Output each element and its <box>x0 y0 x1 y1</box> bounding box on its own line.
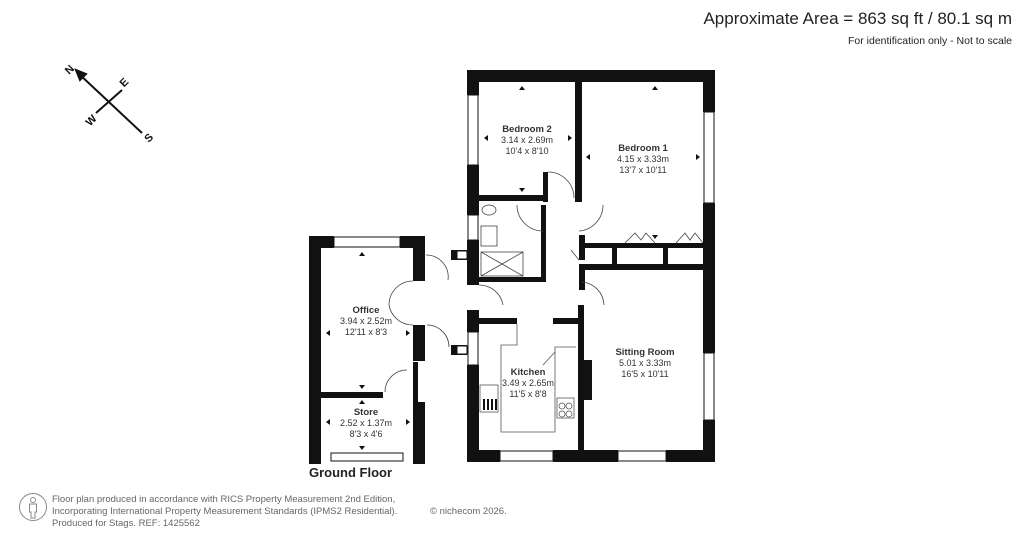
room-imperial: 11'5 x 8'8 <box>509 389 547 399</box>
room-office: Office 3.94 x 2.52m 12'11 x 8'3 <box>340 305 392 338</box>
disclaimer: For identification only - Not to scale <box>848 35 1012 47</box>
footer-line-2: Incorporating International Property Mea… <box>52 506 398 517</box>
room-metric: 3.14 x 2.69m <box>500 135 554 145</box>
compass-n: N <box>63 63 77 77</box>
footer-line-1: Floor plan produced in accordance with R… <box>52 494 396 505</box>
kitchen-fixtures <box>479 324 576 433</box>
room-name: Office <box>352 305 380 316</box>
room-metric: 4.15 x 3.33m <box>616 154 670 164</box>
approximate-area: Approximate Area = 863 sq ft / 80.1 sq m <box>703 9 1012 28</box>
room-kitchen: Kitchen 3.49 x 2.65m 11'5 x 8'8 <box>502 367 554 400</box>
room-metric: 5.01 x 3.33m <box>618 358 672 368</box>
bathroom-fixtures <box>480 204 524 277</box>
floor-name: Ground Floor <box>309 465 393 480</box>
room-imperial: 10'4 x 8'10 <box>505 146 549 156</box>
room-imperial: 13'7 x 10'11 <box>619 165 667 175</box>
footer-notes: Floor plan produced in accordance with R… <box>52 494 507 530</box>
room-name: Kitchen <box>510 367 546 378</box>
measurement-arrows <box>326 86 700 450</box>
room-imperial: 12'11 x 8'3 <box>344 327 388 337</box>
room-metric: 2.52 x 1.37m <box>339 418 393 428</box>
room-name: Sitting Room <box>615 347 675 358</box>
compass-e: E <box>118 76 132 90</box>
copyright: © nichecom 2026. <box>430 506 507 517</box>
room-name: Bedroom 1 <box>618 143 668 154</box>
room-imperial: 8'3 x 4'6 <box>349 429 383 439</box>
room-bedroom-2: Bedroom 2 3.14 x 2.69m 10'4 x 8'10 <box>501 124 553 157</box>
room-bedroom-1: Bedroom 1 4.15 x 3.33m 13'7 x 10'11 <box>617 143 669 176</box>
person-icon <box>19 493 47 521</box>
room-metric: 3.49 x 2.65m <box>501 378 555 388</box>
kitchen-sink-drainer <box>483 399 497 410</box>
room-imperial: 16'5 x 10'11 <box>621 369 669 379</box>
compass-w: W <box>84 113 100 129</box>
compass-icon <box>74 68 143 134</box>
door-swings <box>384 171 605 393</box>
room-store: Store 2.52 x 1.37m 8'3 x 4'6 <box>340 407 392 440</box>
walls <box>309 70 715 464</box>
room-sitting-room: Sitting Room 5.01 x 3.33m 16'5 x 10'11 <box>615 347 674 380</box>
windows <box>330 94 715 462</box>
footer-line-3: Produced for Stags. REF: 1425562 <box>52 518 200 529</box>
compass-s: S <box>142 131 156 145</box>
wardrobe-doors <box>570 232 704 261</box>
room-name: Bedroom 2 <box>502 124 552 135</box>
room-name: Store <box>353 407 379 418</box>
room-metric: 3.94 x 2.52m <box>339 316 393 326</box>
